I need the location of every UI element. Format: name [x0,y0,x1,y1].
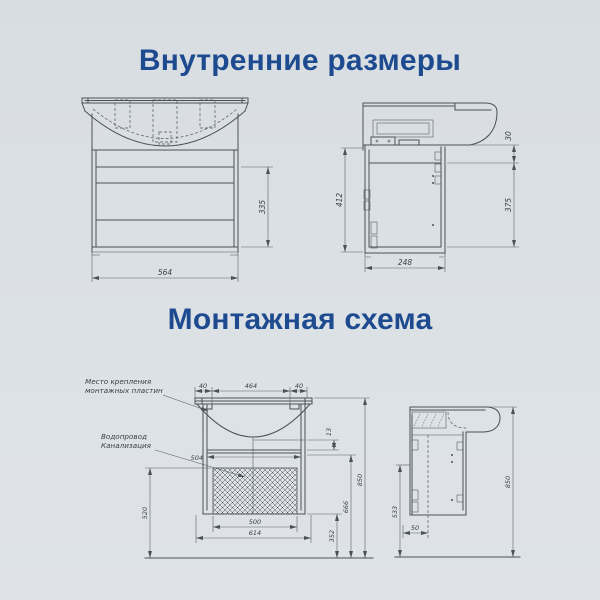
mounting-front-dimensions: 40 464 40 13 504 520 500 614 352 666 [141,382,374,559]
label-plates-line1: Место крепления [85,377,152,386]
dim-side-depth: 248 [398,258,413,267]
dim-side-height: 412 [335,193,344,208]
mounting-side-drawing: 533 50 850 [391,406,521,558]
mounting-plates-label: Место крепления монтажных пластин [85,377,209,412]
dim-gap-13: 13 [325,428,333,436]
side-view-dimensions: 412 30 375 248 [335,131,519,272]
plumbing-zone-hatch [212,467,298,515]
dim-inner-width: 504 [191,454,203,462]
dim-offset-right: 40 [295,382,303,390]
dim-overall-height: 850 [356,474,364,486]
vanity-side-outline [362,102,498,258]
mounting-side-dimensions: 533 50 850 [391,406,521,558]
section-title-mounting-scheme: Монтажная схема [167,303,433,336]
dim-overall-width: 614 [249,529,261,537]
section-title-internal-dimensions: Внутренние размеры [138,44,462,77]
vanity-front-outline [81,97,249,256]
dim-mid-height: 666 [342,501,350,513]
dim-zone-height: 520 [141,507,149,519]
dim-bracket-height: 533 [391,506,399,518]
dim-side-inner-height: 375 [504,198,513,213]
mounting-front-outline [194,397,313,515]
dim-front-inner-height: 335 [258,200,267,215]
dim-wall-gap: 50 [411,524,419,532]
label-plumbing-line1: Водопровод [101,432,147,441]
dim-offset-left: 40 [199,382,207,390]
dim-front-width: 564 [158,268,173,277]
label-plates-line2: монтажных пластин [85,386,163,395]
front-view-dimensions: 335 564 [91,166,273,282]
dim-bottom-height: 352 [328,530,336,542]
front-view-drawing: 335 564 [81,97,273,282]
dim-plates-span: 464 [245,382,257,390]
mounting-side-outline [409,406,501,516]
mounting-front-drawing: Место крепления монтажных пластин Водопр… [85,377,374,559]
dim-opening-width: 500 [249,518,261,526]
side-view-drawing: 412 30 375 248 [335,102,519,272]
label-plumbing-line2: Канализация [101,441,152,450]
dim-side-overall-height: 850 [504,476,512,488]
dim-side-top-gap: 30 [504,131,513,141]
